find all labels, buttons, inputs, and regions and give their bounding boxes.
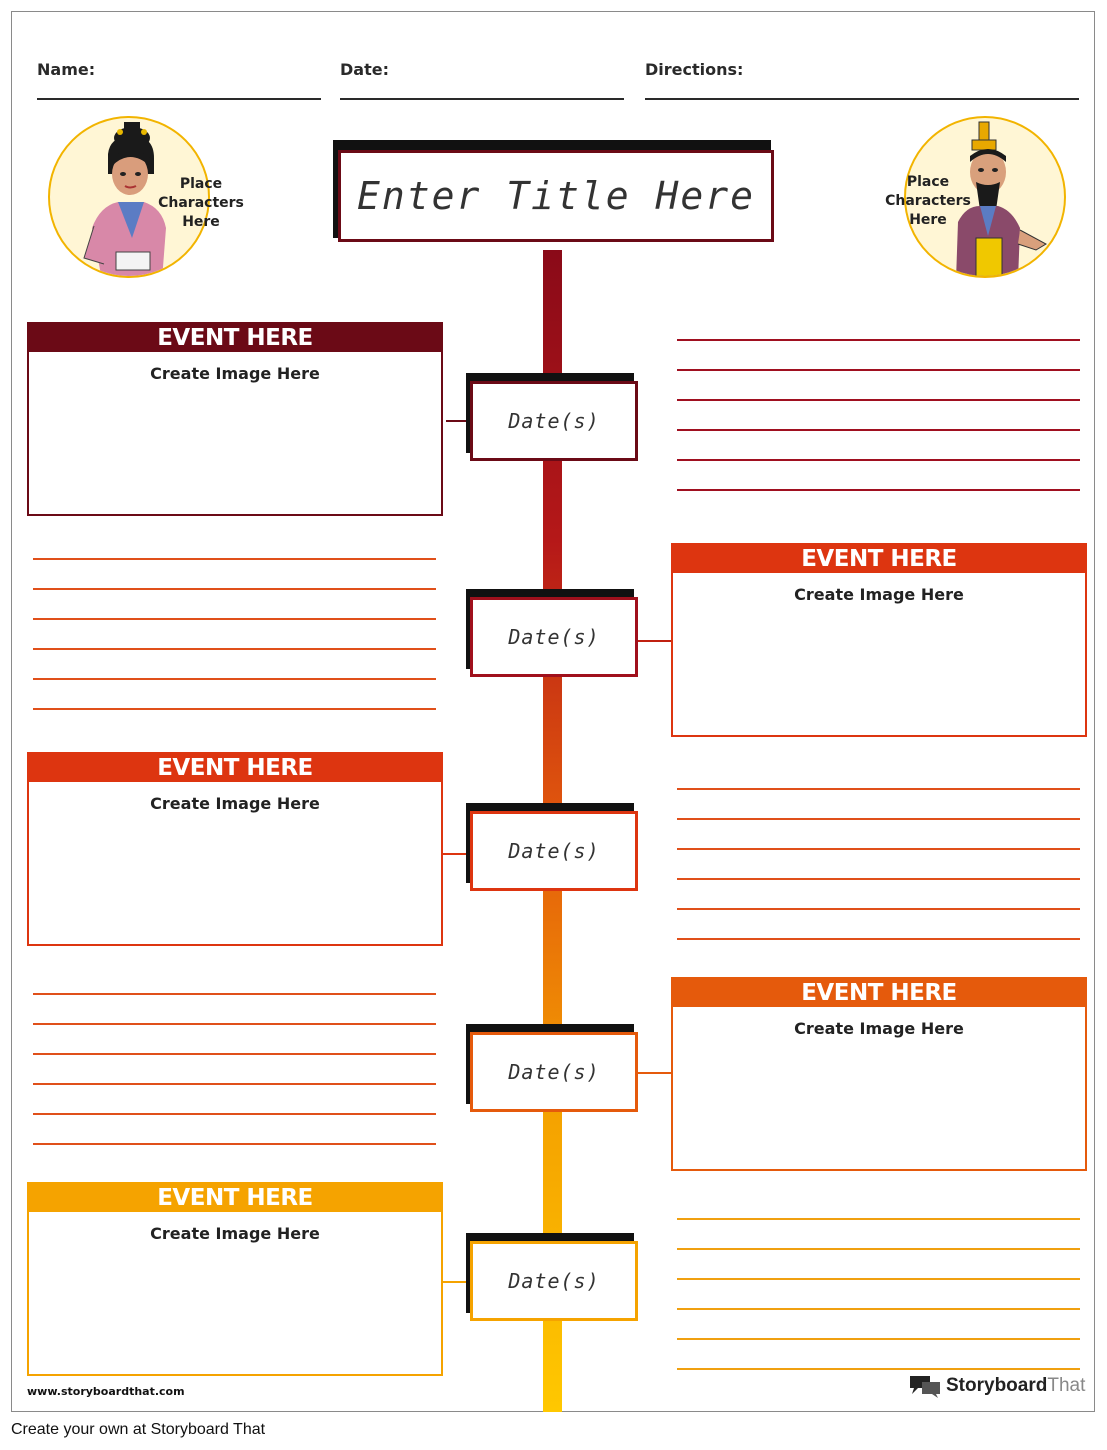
connector-3	[442, 853, 470, 855]
date-box-5[interactable]: Date(s)	[470, 1241, 638, 1321]
writing-line	[33, 1083, 436, 1085]
writing-line	[677, 489, 1080, 491]
writing-line	[33, 1143, 436, 1145]
writing-line	[677, 459, 1080, 461]
event-heading: EVENT HERE	[29, 754, 441, 782]
writing-line	[677, 1338, 1080, 1340]
event-image-placeholder: Create Image Here	[150, 794, 320, 813]
title-box[interactable]: Enter Title Here	[338, 150, 774, 242]
event-heading: EVENT HERE	[29, 1184, 441, 1212]
writing-lines-4[interactable]	[33, 993, 436, 1145]
connector-4	[636, 1072, 671, 1074]
event-image-placeholder: Create Image Here	[150, 364, 320, 383]
event-box-2[interactable]: EVENT HERE Create Image Here	[671, 543, 1087, 737]
date-box-3[interactable]: Date(s)	[470, 811, 638, 891]
connector-2	[636, 640, 671, 642]
writing-line	[677, 788, 1080, 790]
directions-line[interactable]	[645, 98, 1079, 100]
bottom-caption: Create your own at Storyboard That	[11, 1421, 266, 1438]
writing-lines-5[interactable]	[677, 1218, 1080, 1370]
character-placeholder-text-left: Place Characters Here	[158, 176, 244, 230]
event-box-5[interactable]: EVENT HERE Create Image Here	[27, 1182, 443, 1376]
date-label: Date(s)	[508, 409, 600, 433]
event-image-placeholder: Create Image Here	[794, 585, 964, 604]
connector-5	[442, 1281, 470, 1283]
date-label: Date:	[340, 60, 389, 79]
woman-character-icon	[83, 122, 166, 276]
writing-line	[677, 1368, 1080, 1370]
event-heading: EVENT HERE	[673, 979, 1085, 1007]
event-heading: EVENT HERE	[29, 324, 441, 352]
writing-line	[677, 1248, 1080, 1250]
writing-line	[33, 993, 436, 995]
event-box-3[interactable]: EVENT HERE Create Image Here	[27, 752, 443, 946]
page-title: Enter Title Here	[356, 174, 756, 218]
writing-line	[677, 369, 1080, 371]
event-image-placeholder: Create Image Here	[150, 1224, 320, 1243]
writing-line	[677, 1308, 1080, 1310]
writing-line	[33, 648, 436, 650]
writing-line	[33, 1023, 436, 1025]
writing-line	[677, 1278, 1080, 1280]
writing-line	[33, 678, 436, 680]
footer-url: www.storyboardthat.com	[27, 1385, 185, 1398]
date-label: Date(s)	[508, 1060, 600, 1084]
writing-line	[33, 1113, 436, 1115]
name-label: Name:	[37, 60, 96, 79]
character-placeholder-text-right: Place Characters Here	[885, 174, 971, 228]
writing-line	[677, 818, 1080, 820]
writing-line	[677, 848, 1080, 850]
character-circle-left[interactable]	[48, 116, 210, 278]
writing-line	[677, 339, 1080, 341]
writing-line	[33, 708, 436, 710]
date-line[interactable]	[340, 98, 624, 100]
writing-lines-2[interactable]	[33, 558, 436, 710]
writing-line	[677, 429, 1080, 431]
event-box-4[interactable]: EVENT HERE Create Image Here	[671, 977, 1087, 1171]
event-box-1[interactable]: EVENT HERE Create Image Here	[27, 322, 443, 516]
character-circle-right[interactable]	[904, 116, 1066, 278]
writing-line	[677, 1218, 1080, 1220]
writing-line	[677, 908, 1080, 910]
writing-line	[33, 558, 436, 560]
writing-line	[33, 588, 436, 590]
writing-line	[677, 938, 1080, 940]
storyboardthat-logo: StoryboardThat	[908, 1374, 1085, 1398]
writing-line	[33, 1053, 436, 1055]
writing-line	[677, 878, 1080, 880]
directions-label: Directions:	[645, 60, 744, 79]
date-box-1[interactable]: Date(s)	[470, 381, 638, 461]
event-image-placeholder: Create Image Here	[794, 1019, 964, 1038]
writing-line	[677, 399, 1080, 401]
connector-1	[446, 420, 468, 422]
date-box-4[interactable]: Date(s)	[470, 1032, 638, 1112]
date-label: Date(s)	[508, 839, 600, 863]
speech-bubble-icon	[910, 1376, 940, 1398]
date-label: Date(s)	[508, 1269, 600, 1293]
man-character-icon	[956, 121, 1048, 276]
writing-lines-3[interactable]	[677, 788, 1080, 940]
date-box-2[interactable]: Date(s)	[470, 597, 638, 677]
name-line[interactable]	[37, 98, 321, 100]
date-label: Date(s)	[508, 625, 600, 649]
event-heading: EVENT HERE	[673, 545, 1085, 573]
writing-lines-1[interactable]	[677, 339, 1080, 491]
writing-line	[33, 618, 436, 620]
